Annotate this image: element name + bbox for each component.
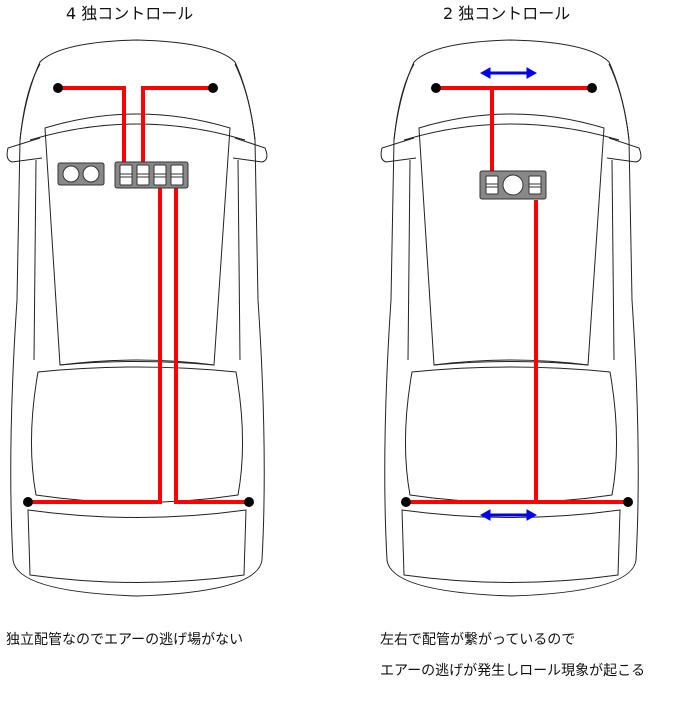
left-wheel-dots <box>23 83 254 507</box>
right-car-outline <box>380 39 642 597</box>
left-title: 4 独コントロール <box>66 4 194 23</box>
right-pipes <box>406 86 628 504</box>
left-car-outline <box>6 39 268 597</box>
right-caption-line2: エアーの逃げが発生しロール現象が起こる <box>380 663 646 679</box>
right-wheel-dots <box>401 83 633 507</box>
roll-arrows <box>479 67 538 521</box>
left-control-box <box>57 161 189 189</box>
right-control-box <box>479 170 547 200</box>
left-pipes <box>28 86 249 504</box>
left-caption: 独立配管なのでエアーの逃げ場がない <box>6 632 244 648</box>
right-caption-line1: 左右で配管が繋がっているので <box>380 632 576 648</box>
right-title: 2 独コントロール <box>443 4 571 23</box>
